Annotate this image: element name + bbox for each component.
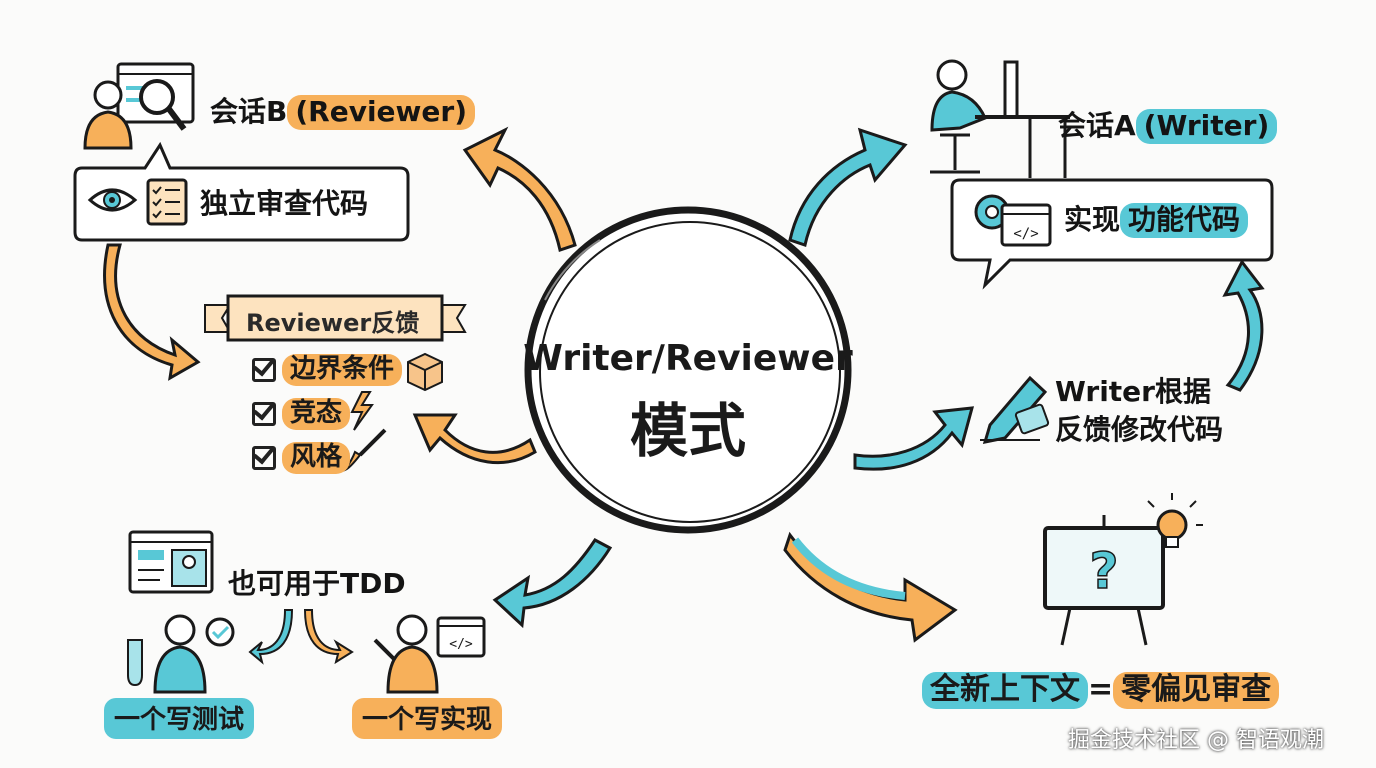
center-circle [524, 206, 852, 534]
feedback-item-style: 风格 [252, 436, 351, 474]
session-a-prefix: 会话A [1058, 109, 1136, 142]
svg-text:</>: </> [449, 637, 473, 652]
lightbulb-icon [1147, 493, 1203, 548]
tdd-left-label: 一个写测试 [104, 698, 255, 739]
center-title: Writer/Reviewer [523, 338, 853, 379]
pencil-icon [980, 375, 1050, 444]
session-b-prefix: 会话B [210, 95, 288, 128]
feedback-item-race: 竞态 [252, 392, 351, 430]
brush-icon [342, 428, 387, 473]
box-icon [407, 352, 443, 392]
writer-illustration [930, 59, 1070, 178]
session-b-task: 独立审查代码 [200, 187, 369, 220]
feedback-item-label: 竞态 [282, 398, 351, 430]
session-a-task: 实现功能代码 [1064, 198, 1249, 238]
session-b-role: (Reviewer) [287, 95, 475, 130]
tdd-title: 也可用于TDD [228, 567, 406, 600]
feedback-banner-text: Reviewer反馈 [246, 309, 420, 337]
arrow-to-revise [853, 406, 975, 471]
checkbox-icon [252, 401, 276, 426]
arrow-revise-to-a [1222, 259, 1265, 392]
session-a-task-highlight: 功能代码 [1120, 203, 1249, 238]
session-a-task-plain: 实现 [1064, 203, 1121, 236]
arrow-to-fresh-context [783, 531, 958, 643]
arrow-to-reviewer [462, 126, 577, 252]
arrow-to-tdd [492, 538, 613, 629]
fresh-context-right: 零偏见审查 [1113, 672, 1280, 709]
fresh-context-row: 全新上下文=零偏见审查 [922, 664, 1280, 709]
revise-line1: Writer根据 [1055, 375, 1211, 408]
code-window-icon: </> [1000, 203, 1052, 247]
feedback-banner [204, 294, 467, 342]
watermark: 掘金技术社区 @ 智语观潮 [1068, 728, 1324, 753]
tdd-arrow-left [248, 609, 294, 665]
session-b-title: 会话B(Reviewer) [210, 90, 475, 130]
checkbox-icon [252, 357, 276, 382]
whiteboard-icon: ? [1043, 515, 1165, 646]
implementer-illustration: </> [373, 614, 486, 694]
profile-window-icon [128, 530, 214, 594]
feedback-item-label: 边界条件 [282, 354, 403, 386]
checklist-icon [146, 178, 188, 226]
tdd-arrow-right [303, 609, 354, 665]
feedback-item-boundary: 边界条件 [252, 348, 403, 386]
fresh-context-left: 全新上下文 [922, 672, 1088, 709]
tester-illustration [127, 614, 235, 694]
session-a-role: (Writer) [1135, 109, 1278, 144]
svg-text:</>: </> [1013, 226, 1038, 242]
checkbox-icon [252, 445, 276, 470]
feedback-item-label: 风格 [282, 442, 351, 474]
arrow-to-writer [788, 127, 908, 247]
reviewer-illustration [83, 62, 195, 150]
session-a-title: 会话A(Writer) [1058, 104, 1278, 144]
revise-line2: 反馈修改代码 [1055, 413, 1224, 446]
tdd-right-label: 一个写实现 [352, 698, 503, 739]
center-subtitle: 模式 [629, 397, 746, 465]
fresh-context-equals: = [1088, 672, 1114, 707]
lightning-icon [350, 391, 374, 431]
arrow-b-to-feedback [103, 243, 201, 381]
svg-text:?: ? [1089, 542, 1118, 600]
arrow-to-feedback [412, 413, 537, 465]
eye-icon [87, 188, 138, 212]
